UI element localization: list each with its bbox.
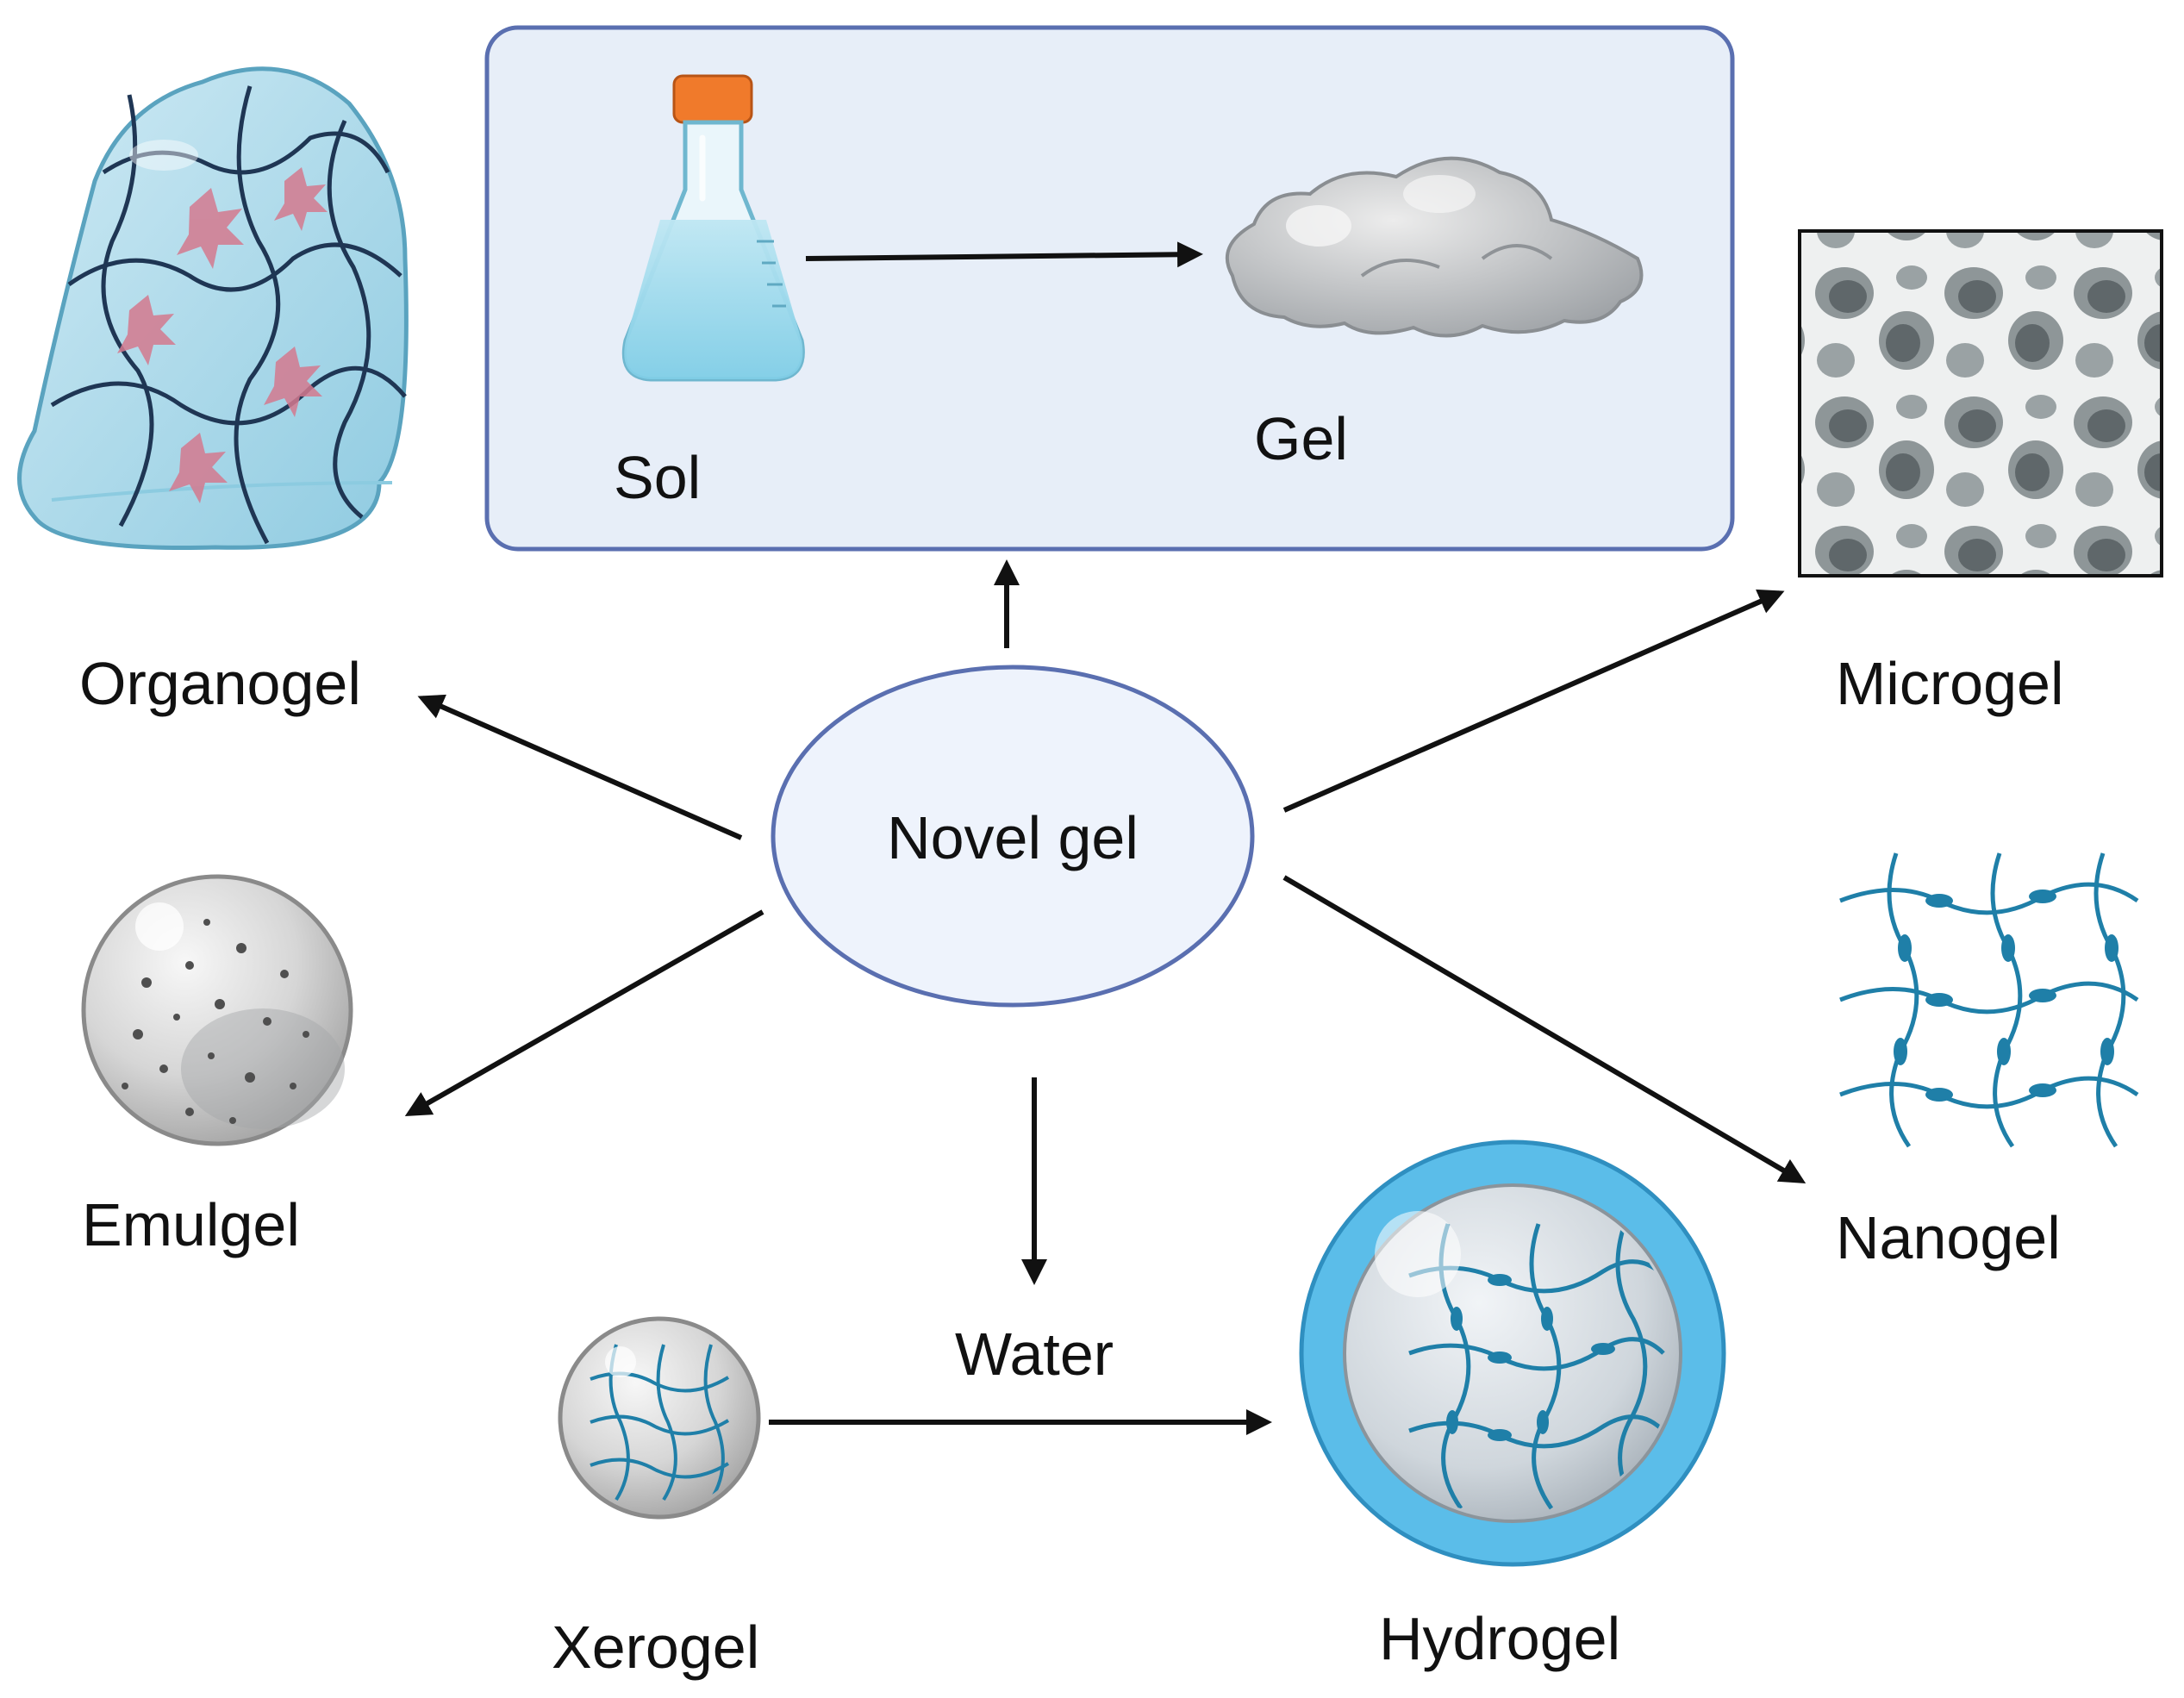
novel-gel-node: Novel gel <box>771 665 1255 1008</box>
organogel-icon <box>17 66 409 551</box>
arrow-to-organogel <box>417 694 743 840</box>
flask-icon <box>621 74 805 382</box>
arrow-to-emulgel <box>404 909 764 1116</box>
process-box-frame <box>484 25 1735 552</box>
xerogel-icon <box>558 1316 761 1520</box>
nanogel-icon <box>1839 852 2139 1148</box>
arrow-to-nanogel <box>1282 875 1806 1184</box>
emulgel-label: Emulgel <box>82 1191 300 1258</box>
hydrogel-icon <box>1299 1139 1726 1567</box>
sol-gel-process-box: Sol Gel <box>484 25 1735 552</box>
emulgel-icon <box>81 874 353 1146</box>
gel-blob-icon <box>1225 156 1644 338</box>
sol-to-gel-arrow <box>805 241 1203 268</box>
xerogel-label: Xerogel <box>552 1614 759 1681</box>
nanogel-label: Nanogel <box>1836 1204 2061 1271</box>
arrow-to-microgel <box>1282 589 1785 813</box>
microgel-label: Microgel <box>1836 650 2064 717</box>
microgel-icon <box>1798 229 2163 577</box>
sol-label: Sol <box>614 444 701 511</box>
organogel-label: Organogel <box>79 650 361 717</box>
hydrogel-label: Hydrogel <box>1379 1605 1620 1672</box>
gel-label: Gel <box>1254 405 1348 472</box>
novel-gel-label: Novel gel <box>887 804 1139 871</box>
connector-arrows <box>404 559 1806 1435</box>
water-label: Water <box>955 1320 1114 1388</box>
